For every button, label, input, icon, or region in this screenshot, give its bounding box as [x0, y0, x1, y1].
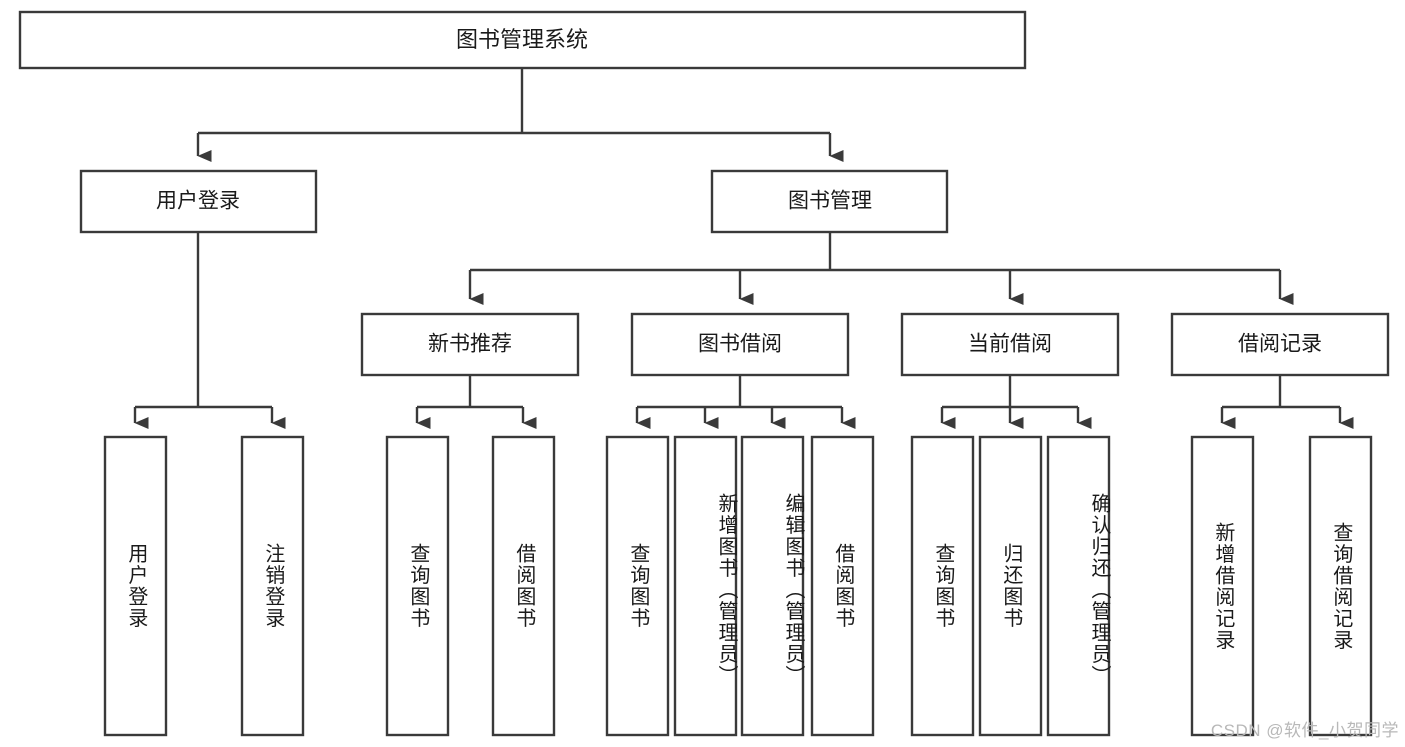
node-user-login[interactable]: 用户登录: [79, 169, 318, 234]
leaf-box-current-borrow-2[interactable]: [1046, 435, 1111, 737]
leaf-box-current-borrow-0[interactable]: [910, 435, 975, 737]
leaf-box-new-book-0[interactable]: [385, 435, 450, 737]
node-root-label: 图书管理系统: [456, 27, 588, 52]
csdn-watermark: CSDN @软件_小贺同学: [1210, 721, 1399, 740]
node-book-borrow[interactable]: 图书借阅: [630, 312, 850, 377]
node-book-borrow-label: 图书借阅: [698, 333, 782, 356]
node-new-book-recommend[interactable]: 新书推荐: [360, 312, 580, 377]
leaf-box-borrow-record-0[interactable]: [1190, 435, 1255, 737]
node-current-borrow[interactable]: 当前借阅: [900, 312, 1120, 377]
connector-book-mgmt-to-level3: [468, 232, 1294, 305]
leaf-box-book-borrow-3[interactable]: [810, 435, 875, 737]
node-borrow-record-label: 借阅记录: [1238, 333, 1322, 356]
connector-root-to-level2: [196, 68, 844, 162]
leaf-box-new-book-1[interactable]: [491, 435, 556, 737]
leaf-box-book-borrow-1[interactable]: [673, 435, 738, 737]
leaf-box-book-borrow-0[interactable]: [605, 435, 670, 737]
leaf-box-user-login-1[interactable]: [240, 435, 305, 737]
node-book-management-label: 图书管理: [788, 190, 872, 213]
node-borrow-record[interactable]: 借阅记录: [1170, 312, 1390, 377]
node-current-borrow-label: 当前借阅: [968, 333, 1052, 356]
leaf-box-user-login-0[interactable]: [103, 435, 168, 737]
connector-book-borrow-to-leaves: [635, 375, 856, 429]
node-book-management[interactable]: 图书管理: [710, 169, 949, 234]
connector-borrow-record-to-leaves: [1220, 375, 1354, 429]
connector-current-borrow-to-leaves: [940, 375, 1092, 429]
node-user-login-label: 用户登录: [156, 190, 240, 213]
connector-user-login-to-leaves: [133, 232, 286, 429]
node-new-book-recommend-label: 新书推荐: [428, 333, 512, 356]
leaf-box-current-borrow-1[interactable]: [978, 435, 1043, 737]
node-root-book-management-system[interactable]: 图书管理系统: [18, 10, 1027, 70]
connector-new-book-to-leaves: [415, 375, 537, 429]
leaf-box-borrow-record-1[interactable]: [1308, 435, 1373, 737]
leaf-box-book-borrow-2[interactable]: [740, 435, 805, 737]
